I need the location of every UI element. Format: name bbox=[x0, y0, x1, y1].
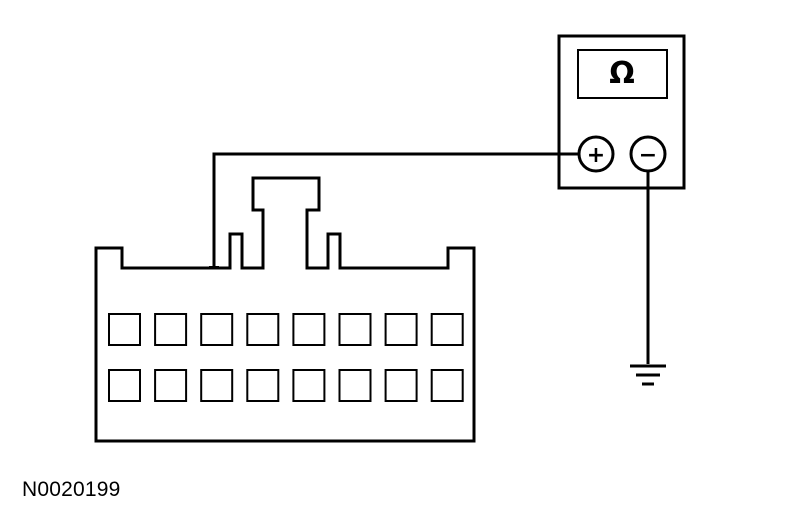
pin-cavity bbox=[292, 369, 326, 402]
ohmmeter: Ω + − bbox=[557, 34, 686, 190]
pin-cavity bbox=[200, 369, 234, 402]
pin-cavity bbox=[430, 313, 464, 346]
pin-cavity bbox=[246, 369, 280, 402]
pin-cavity bbox=[154, 369, 188, 402]
ohm-symbol: Ω bbox=[609, 56, 635, 91]
pin-cavity bbox=[154, 313, 188, 346]
pin-cavity bbox=[246, 313, 280, 346]
pin-cavity bbox=[338, 369, 372, 402]
pin-cavity bbox=[338, 313, 372, 346]
pin-cavity bbox=[384, 369, 418, 402]
pin-cavity bbox=[108, 313, 141, 346]
negative-terminal-label: − bbox=[639, 143, 657, 168]
pin-cavity bbox=[384, 313, 418, 346]
connector-pins bbox=[108, 313, 464, 402]
pin-cavity bbox=[200, 313, 234, 346]
pin-cavity bbox=[108, 369, 141, 402]
figure-id: N0020199 bbox=[22, 478, 121, 501]
ohmmeter-display bbox=[577, 49, 668, 99]
ground-icon bbox=[630, 364, 666, 386]
positive-terminal-label: + bbox=[587, 143, 605, 168]
pin-cavity bbox=[430, 369, 464, 402]
connector bbox=[94, 176, 476, 443]
positive-test-lead bbox=[212, 152, 579, 268]
pin-cavity bbox=[292, 313, 326, 346]
connector-housing bbox=[94, 176, 476, 443]
